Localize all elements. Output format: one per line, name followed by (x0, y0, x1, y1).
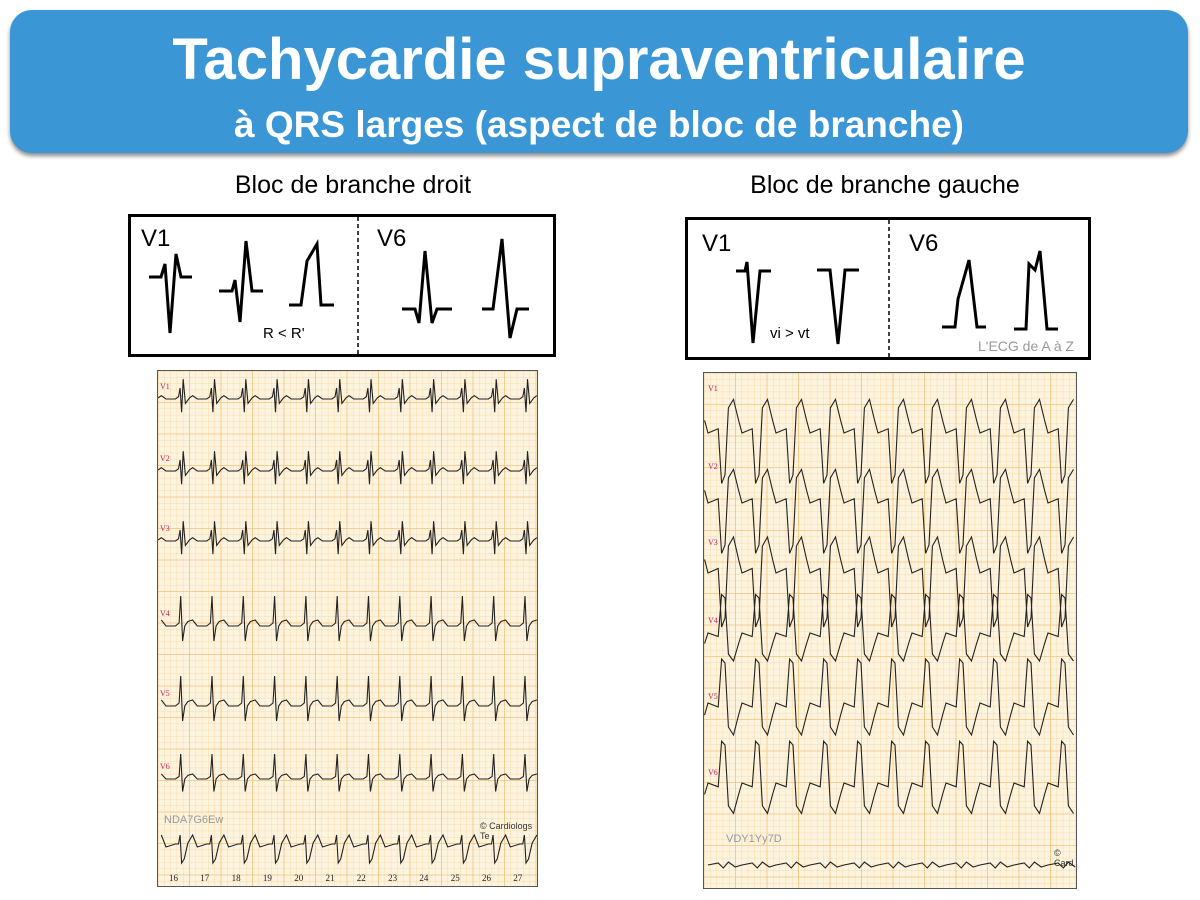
lead-trace-v2 (158, 451, 537, 485)
title-line-1: Tachycardie supraventriculaire (172, 27, 1026, 92)
heading-left-bundle-branch-block: Bloc de branche gauche (750, 171, 1020, 199)
v6-wave-slurred-r (942, 259, 986, 329)
lead-trace-v6 (160, 753, 537, 792)
lead-trace-v4 (160, 595, 537, 642)
note-vi-greater-than-vt: vi > vt (770, 325, 810, 342)
lead-label-v6: V6 (377, 225, 407, 252)
lead-label-v6: V6 (708, 768, 718, 777)
lead-label-v2: V2 (708, 462, 718, 471)
lead-trace-v5 (704, 657, 1074, 737)
title-line-2: à QRS larges (aspect de bloc de branche) (234, 104, 964, 145)
lead-label-v1: V1 (708, 384, 718, 393)
rbbb-schematic-box: V1 V6 R < R' (128, 214, 556, 357)
lbbb-schematic-box: V1 V6 vi > vt L'ECG de A à Z (685, 217, 1091, 360)
lbbb-schematic (736, 220, 1058, 357)
lead-trace-v3 (158, 521, 537, 555)
lead-label-v1: V1 (702, 230, 732, 257)
ecg-id: VDY1Yy7D (726, 833, 782, 845)
lead-trace-v3 (704, 535, 1074, 628)
title-banner: Tachycardie supraventriculaire à QRS lar… (10, 10, 1188, 153)
lead-label-v6: V6 (909, 230, 939, 257)
v6-wave-notched-r (1014, 250, 1058, 331)
time-tick-23: 23 (388, 873, 398, 883)
v6-wave-qrs (402, 250, 452, 324)
lead-label-v1: V1 (141, 225, 171, 252)
time-tick-22: 22 (357, 873, 366, 883)
time-tick-19: 19 (263, 873, 273, 883)
ecg-credit: © Card (1054, 848, 1074, 868)
time-tick-18: 18 (232, 873, 242, 883)
lead-label-v1: V1 (160, 382, 170, 391)
time-tick-25: 25 (451, 873, 461, 883)
v1-wave-qs (817, 268, 859, 345)
v1-wave-rsr (149, 253, 192, 334)
watermark: L'ECG de A à Z (978, 338, 1075, 354)
time-tick-17: 17 (200, 873, 210, 883)
v1-wave-qs-slurred (736, 261, 771, 344)
ecg-id: NDA7G6Ew (164, 814, 224, 826)
time-tick-20: 20 (294, 873, 304, 883)
lead-label-v5: V5 (708, 692, 718, 701)
lead-label-v6: V6 (160, 762, 170, 771)
time-tick-16: 16 (169, 873, 179, 883)
lead-trace-v4 (704, 593, 1074, 663)
heading-right-bundle-branch-block: Bloc de branche droit (234, 171, 472, 199)
lead-trace-v2 (704, 467, 1074, 554)
lead-label-v4: V4 (708, 616, 718, 625)
v6-wave-rs (482, 238, 529, 339)
rhythm-strip-trace (160, 833, 537, 865)
lead-trace-v5 (160, 675, 537, 722)
lead-trace-v1 (158, 379, 537, 413)
lead-label-v3: V3 (708, 538, 718, 547)
rhythm-strip-trace (707, 861, 1076, 869)
lead-label-v5: V5 (160, 689, 170, 698)
time-tick-21: 21 (326, 873, 335, 883)
time-tick-26: 26 (482, 873, 492, 883)
lead-label-v2: V2 (160, 454, 170, 463)
v1-wave-rsr2 (219, 240, 263, 323)
lead-label-v3: V3 (160, 524, 170, 533)
v1-wave-notched-r (289, 239, 334, 307)
lead-trace-v6 (704, 739, 1074, 815)
note-r-less-than-r-prime: R < R' (263, 325, 305, 342)
ecg-credit: © Cardiologs Te (480, 821, 533, 841)
lead-trace-v1 (704, 397, 1074, 484)
lead-label-v4: V4 (160, 609, 170, 618)
time-tick-27: 27 (513, 873, 523, 883)
rbbb-schematic (149, 217, 529, 354)
time-tick-24: 24 (419, 873, 429, 883)
